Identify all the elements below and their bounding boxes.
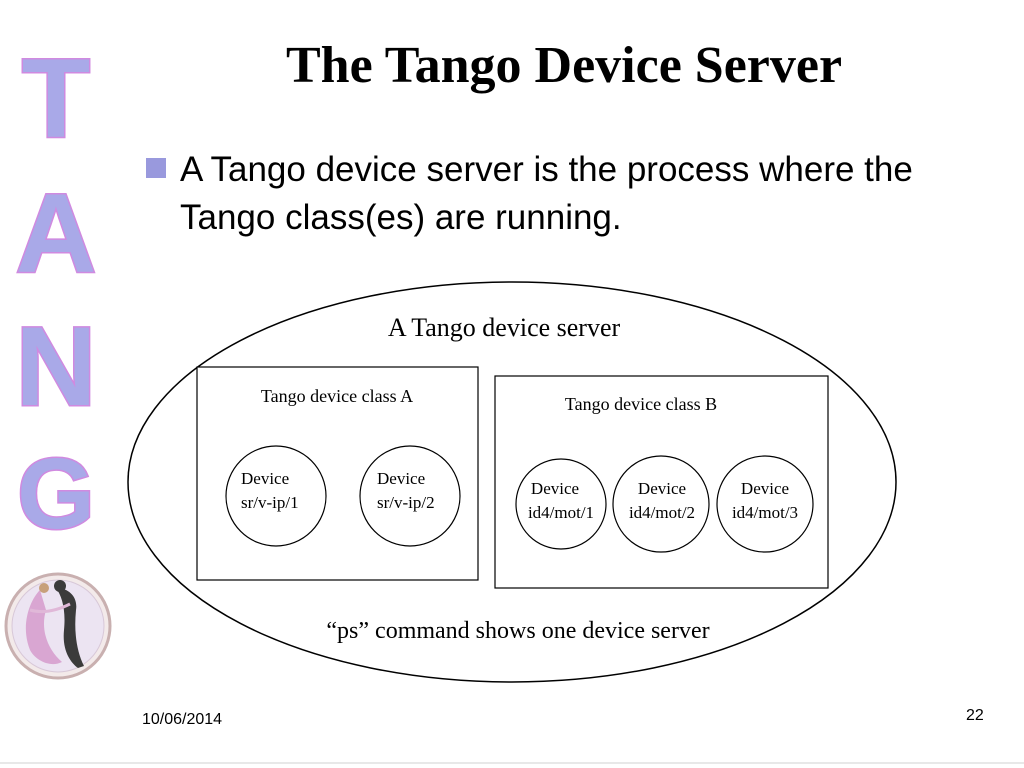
ps-command-note: “ps” command shows one device server [326, 618, 709, 644]
device-node: Device id4/mot/1 [515, 458, 607, 550]
device-node: Device sr/v-ip/2 [359, 445, 461, 547]
device-circle [612, 455, 710, 553]
bullet-item: A Tango device server is the process whe… [146, 146, 976, 242]
device-server-label: A Tango device server [388, 313, 621, 342]
class-b-label: Tango device class B [565, 394, 717, 414]
device-server-ellipse [127, 281, 897, 683]
bullet-square-icon [146, 158, 166, 178]
device-circle [359, 445, 461, 547]
device-label: Device [377, 469, 425, 488]
device-node: Device id4/mot/3 [716, 455, 814, 553]
device-label: Device [241, 469, 289, 488]
logo-letter-n: N [16, 304, 97, 429]
class-a-label: Tango device class A [261, 386, 413, 406]
slide-title: The Tango Device Server [285, 37, 843, 94]
page-number: 22 [966, 707, 984, 724]
device-circle [515, 458, 607, 550]
logo-letter-g: G [17, 438, 95, 550]
bullet-text: A Tango device server is the process whe… [180, 150, 913, 237]
logo-letter-t: T [22, 36, 90, 161]
device-label: Device [638, 479, 686, 498]
bottom-divider [0, 762, 1024, 764]
device-name: sr/v-ip/2 [377, 493, 435, 512]
device-name: sr/v-ip/1 [241, 493, 299, 512]
device-name: id4/mot/2 [629, 503, 695, 522]
dancers-emblem-icon [4, 572, 112, 680]
device-name: id4/mot/3 [732, 503, 798, 522]
footer-date: 10/06/2014 [142, 711, 223, 728]
tango-letters-logo: T A N G [14, 35, 98, 552]
device-node: Device id4/mot/2 [612, 455, 710, 553]
device-circle [716, 455, 814, 553]
device-node: Device sr/v-ip/1 [225, 445, 327, 547]
logo-letter-a: A [16, 171, 97, 296]
device-name: id4/mot/1 [528, 503, 594, 522]
device-circle [225, 445, 327, 547]
device-label: Device [741, 479, 789, 498]
device-label: Device [531, 479, 579, 498]
